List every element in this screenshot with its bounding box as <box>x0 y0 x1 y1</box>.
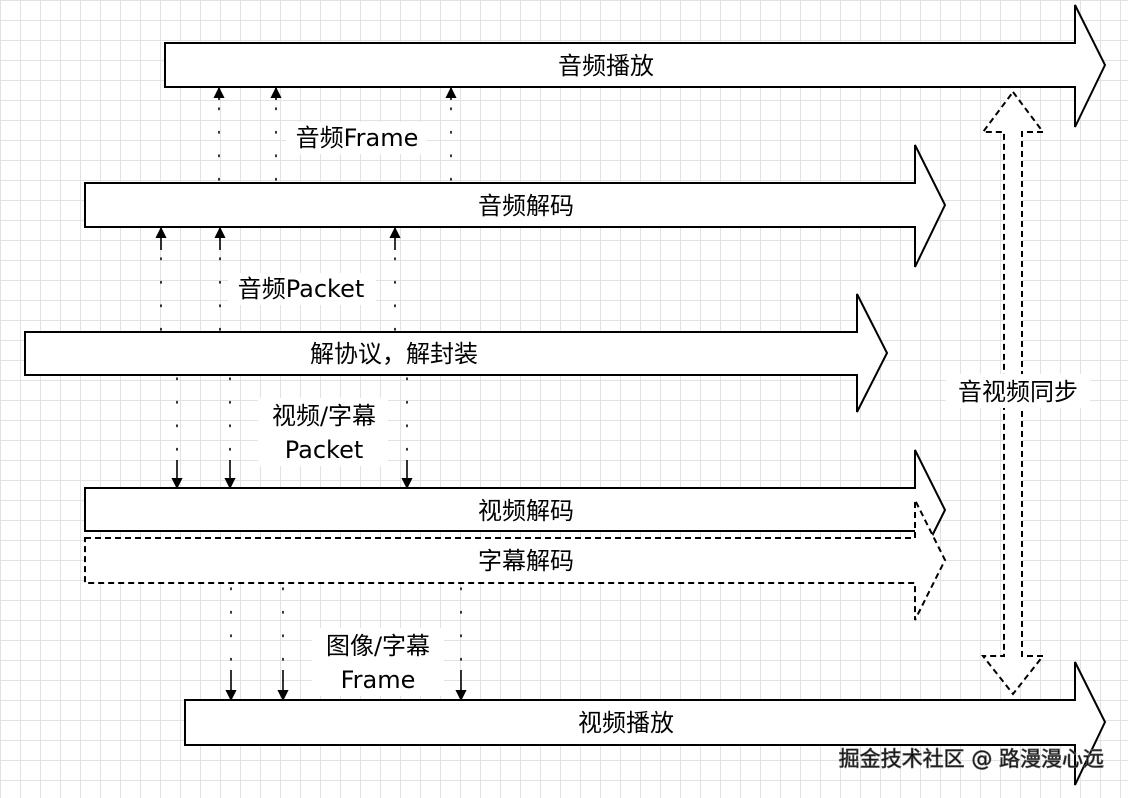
watermark: 掘金技术社区 @ 路漫漫心远 <box>839 747 1104 771</box>
video-play-label: 视频播放 <box>578 709 674 737</box>
audio-packet-label: 音频Packet <box>238 275 365 303</box>
audio-frame-label-bg <box>286 122 426 154</box>
av-sync-label-bg <box>946 374 1090 408</box>
audio-play-arrow <box>164 4 1107 128</box>
video-packet-label-line1: 视频/字幕 <box>272 402 376 430</box>
image-frame-label-line2: Frame <box>341 666 416 694</box>
audio-frame-label: 音频Frame <box>296 124 419 152</box>
image-frame-label-bg <box>312 628 444 696</box>
audio-play-label: 音频播放 <box>558 52 654 80</box>
av-sync-label: 音视频同步 <box>958 378 1078 406</box>
video-packet-label-line2: Packet <box>285 436 364 464</box>
subtitle-decode-arrow <box>84 499 947 621</box>
video-decode-label: 视频解码 <box>478 497 574 525</box>
video-packet-label-bg <box>258 398 388 466</box>
video-play-arrow <box>184 661 1107 786</box>
demux-arrow <box>24 293 889 413</box>
audio-decode-label: 音频解码 <box>478 192 574 220</box>
subtitle-decode-label: 字幕解码 <box>478 547 574 575</box>
audio-packet-label-bg <box>228 273 376 305</box>
image-frame-label-line1: 图像/字幕 <box>326 632 430 660</box>
demux-label: 解协议，解封装 <box>310 340 478 368</box>
